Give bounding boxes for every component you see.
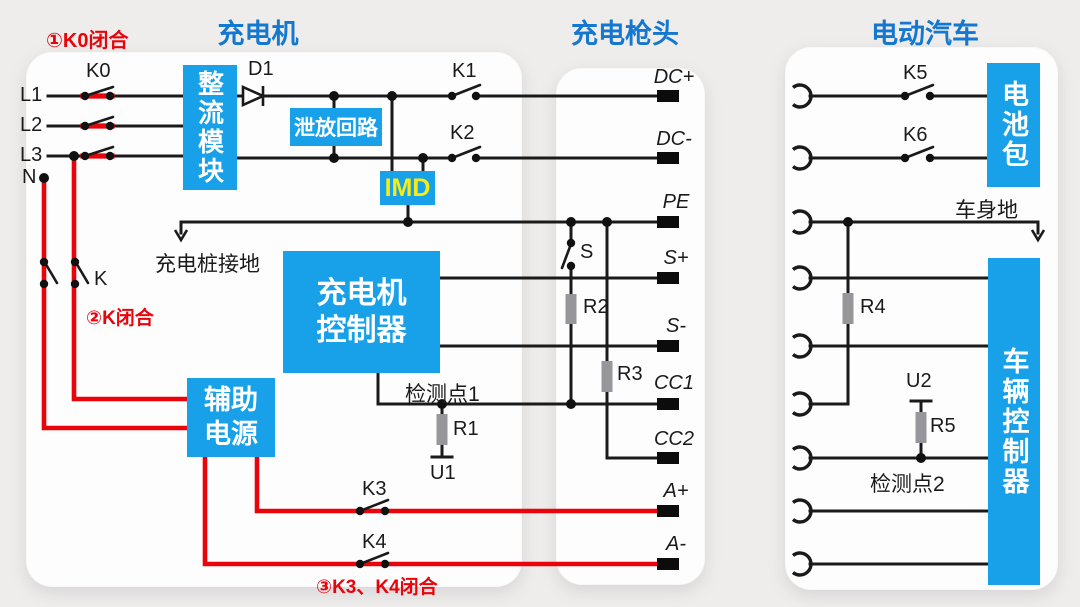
label-d1: D1 — [248, 58, 274, 80]
aux-power-block: 辅助电源 — [187, 378, 275, 457]
annotation-step2-k-closed: ②K闭合 — [86, 308, 154, 329]
aux-to-a-plus-wire — [254, 454, 661, 514]
resistor-r3 — [601, 361, 613, 392]
label-l2: L2 — [20, 114, 43, 136]
battery-pack-block: 电池包 — [987, 63, 1040, 187]
pin-label-s-minus: S- — [666, 315, 686, 337]
label-detect-point-1: 检测点1 — [405, 383, 480, 406]
resistor-r4 — [842, 293, 854, 324]
charger-controller-label: 充电机控制器 — [316, 276, 407, 348]
label-k6: K6 — [903, 124, 928, 146]
aux-to-a-minus-wire — [202, 454, 661, 567]
label-u2: U2 — [906, 370, 932, 392]
ev-a-lines — [808, 509, 990, 566]
diode-d1 — [241, 84, 267, 108]
switch-k6-blade — [903, 145, 935, 160]
resistors — [436, 293, 927, 445]
pin-label-dc-minus: DC- — [656, 128, 692, 150]
connector-sockets — [791, 83, 813, 577]
pin-label-cc1: CC1 — [653, 372, 694, 394]
label-r1: R1 — [453, 418, 479, 440]
label-k5: K5 — [903, 62, 928, 84]
l3-to-aux-wire — [71, 153, 190, 402]
pin-dc-minus — [657, 152, 679, 164]
label-r3: R3 — [617, 363, 643, 385]
imd-block: IMD — [380, 171, 435, 205]
aux-power-label: 辅助电源 — [204, 384, 258, 449]
label-k1: K1 — [452, 60, 477, 82]
pin-s-minus — [657, 340, 679, 352]
switch-k0-blades — [83, 85, 115, 158]
pin-pe — [657, 216, 679, 228]
switch-k4-blade — [358, 551, 390, 566]
pin-cc2 — [657, 452, 679, 464]
gun-head-panel — [556, 68, 705, 585]
ev-k5-k6-lines — [808, 94, 989, 160]
body-ground-arrow — [1030, 229, 1046, 243]
switch-blades — [42, 83, 935, 566]
title-charger: 充电机 — [217, 19, 299, 49]
pin-label-pe: PE — [662, 191, 690, 213]
charger-controller-block: 充电机控制器 — [283, 251, 440, 373]
label-r5: R5 — [930, 415, 956, 437]
vehicle-controller-block: 车辆控制器 — [988, 258, 1040, 585]
label-s: S — [580, 241, 594, 263]
annotation-step3-k3-k4-closed: ③K3、K4闭合 — [316, 577, 438, 598]
switch-k5-blade — [903, 83, 935, 98]
switch-k-blades — [42, 259, 90, 285]
label-detect-point-2: 检测点2 — [870, 473, 945, 496]
black-wires — [46, 94, 1040, 566]
label-l1: L1 — [20, 84, 43, 106]
resistor-r1 — [436, 414, 448, 445]
red-wires — [41, 93, 661, 567]
resistor-r2 — [565, 294, 577, 324]
junction-dots — [39, 91, 935, 569]
pin-a-minus — [657, 558, 679, 570]
label-k4: K4 — [362, 531, 387, 553]
label-l3: L3 — [20, 144, 43, 166]
pin-label-a-minus: A- — [666, 533, 686, 555]
label-r4: R4 — [860, 296, 886, 318]
title-gun-head: 充电枪头 — [571, 19, 679, 49]
label-n: N — [22, 166, 37, 188]
rectifier-module-block: 整流模块 — [183, 65, 237, 190]
discharge-circuit-block: 泄放回路 — [290, 108, 382, 146]
label-k0: K0 — [86, 60, 111, 82]
title-ev: 电动汽车 — [871, 19, 979, 49]
pile-ground-arrow — [173, 229, 189, 243]
pin-s-plus — [657, 272, 679, 284]
label-k: K — [94, 268, 108, 290]
detect1-line — [376, 371, 660, 406]
label-k3: K3 — [362, 478, 387, 500]
pin-label-cc2: CC2 — [653, 428, 694, 450]
phase-lines — [46, 94, 185, 158]
r3-branch — [605, 220, 660, 460]
ev-r4-branch — [808, 220, 850, 406]
pin-label-dc-plus: DC+ — [653, 66, 695, 88]
annotation-step1-k0-closed: ①K0闭合 — [46, 30, 129, 52]
pin-a-plus — [657, 505, 679, 517]
label-pile-ground: 充电桩接地 — [155, 253, 260, 276]
pin-dc-plus — [657, 90, 679, 102]
label-k2: K2 — [450, 122, 475, 144]
pin-cc1 — [657, 398, 679, 410]
ground-arrows — [173, 229, 1046, 243]
switch-k3-blade — [358, 498, 390, 513]
switch-k2-blade — [450, 145, 482, 160]
label-u1: U1 — [430, 462, 456, 484]
label-body-ground: 车身地 — [955, 199, 1018, 222]
pin-label-s-plus: S+ — [663, 247, 689, 269]
resistor-r5 — [915, 412, 927, 443]
ev-s-lines — [808, 276, 990, 348]
switch-s-blade — [560, 242, 573, 270]
label-r2: R2 — [583, 296, 609, 318]
connector-pins — [657, 90, 679, 570]
ev-cc2-line — [808, 399, 990, 460]
pe-line — [179, 220, 660, 235]
switch-k1-blade — [450, 83, 482, 98]
pin-label-a-plus: A+ — [663, 480, 689, 502]
